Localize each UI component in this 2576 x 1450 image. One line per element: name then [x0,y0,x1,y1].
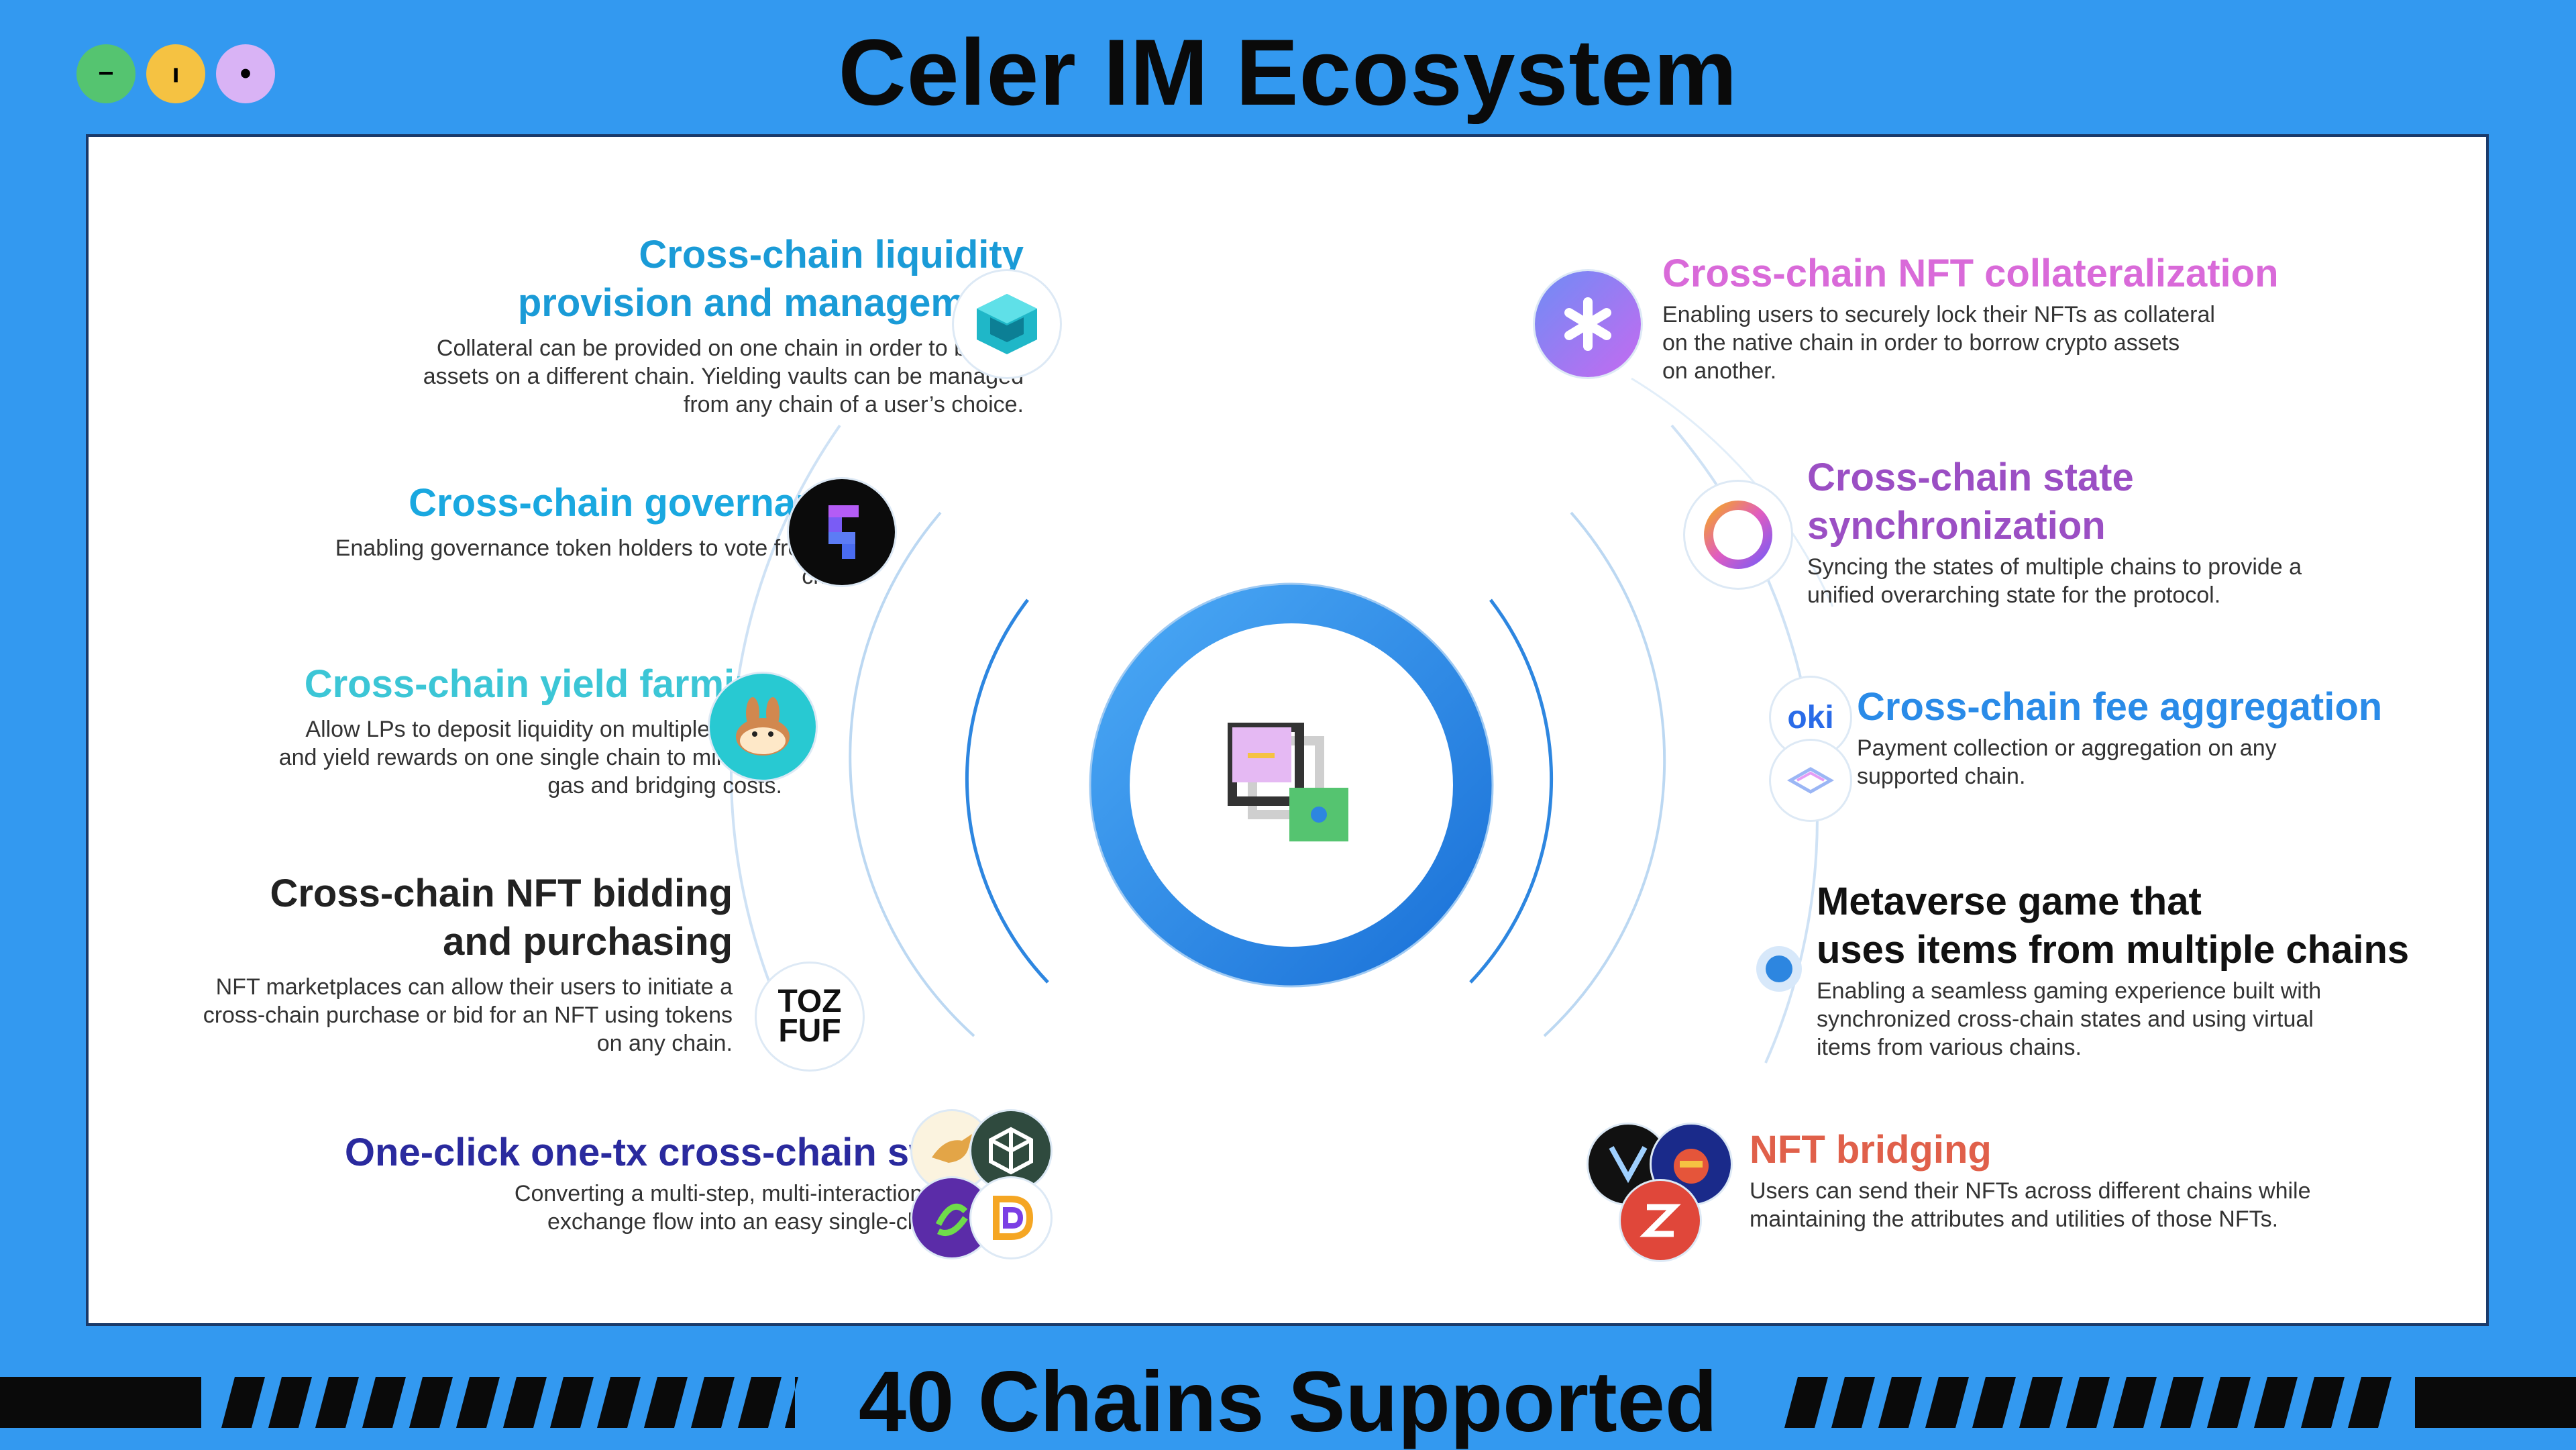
feature-title: Metaverse game that [1817,880,2202,923]
feature-desc: and yield rewards on one single chain to… [278,745,782,770]
feature-collateral: Cross-chain NFT collateralization Enabli… [1662,250,2467,385]
feature-desc: on another. [1662,358,1777,384]
feature-desc: Enabling users to securely lock their NF… [1662,302,2215,327]
feature-desc: Enabling a seamless gaming experience bu… [1817,978,2322,1004]
feature-desc: items from various chains. [1817,1035,2082,1060]
feature-swap: One-click one-tx cross-chain swap Conver… [113,1129,985,1236]
pancakeswap-logo-icon [710,674,816,780]
feature-desc: maintaining the attributes and utilities… [1750,1206,2279,1232]
feature-desc: supported chain. [1857,764,2026,789]
feature-desc: exchange flow into an easy single-click … [547,1209,985,1235]
minimize-icon: − [98,58,114,89]
close-icon: • [239,56,252,92]
state-sync-logo-icon [1685,482,1791,588]
feature-desc: on the native chain in order to borrow c… [1662,330,2180,356]
feature-title: Cross-chain fee aggregation [1857,685,2383,729]
celer-logo-icon [1228,723,1348,841]
cube-logo-icon [971,1111,1051,1190]
liquidity-logo-icon [954,271,1060,377]
feature-desc: unified overarching state for the protoc… [1807,582,2221,608]
monkey-logo-icon [1652,1125,1731,1204]
page-title: Celer IM Ecosystem [838,19,1738,125]
nft-collateral-logo-icon [1535,271,1641,377]
feature-desc: gas and bridging costs. [547,773,782,798]
feature-bidding: Cross-chain NFT bidding and purchasing NF… [0,870,733,1057]
feature-fee: Cross-chain fee aggregation Payment coll… [1857,683,2528,790]
stripe-decoration [0,1377,2576,1428]
feature-desc: cross-chain purchase or bid for an NFT u… [203,1002,733,1028]
feature-desc: assets on a different chain. Yielding va… [423,364,1024,389]
feature-title: Cross-chain NFT bidding [270,872,733,915]
feature-title: Cross-chain state [1807,456,2134,499]
window-control-maximize[interactable]: ı [146,44,205,103]
feature-desc: Syncing the states of multiple chains to… [1807,554,2302,580]
window-control-close[interactable]: • [216,44,275,103]
feature-desc: Payment collection or aggregation on any [1857,735,2277,761]
tofunft-logo-icon: TOZ FUF [757,964,863,1070]
logo-text: TOZ [777,984,842,1019]
nft-bridge-logo-icon-2 [1621,1181,1700,1260]
feature-title: Cross-chain NFT collateralization [1662,252,2279,295]
feature-desc: on any chain. [596,1031,733,1056]
feature-yield: Cross-chain yield farming Allow LPs to d… [44,660,782,800]
fee-aggregator-logo-icon [1771,741,1850,820]
maximize-icon: ı [172,58,180,89]
governance-logo-icon [789,479,895,585]
feature-metaverse: Metaverse game that uses items from multi… [1817,878,2487,1061]
feature-title: provision and management [517,281,1024,325]
feature-title: and purchasing [443,920,733,964]
feature-title: NFT bridging [1750,1128,1992,1172]
metaverse-dot-icon [1756,946,1802,992]
feature-desc: Allow LPs to deposit liquidity on multip… [305,717,782,742]
dodo-logo-icon [971,1178,1051,1257]
feature-title: One-click one-tx cross-chain swap [344,1131,985,1174]
feature-desc: synchronized cross-chain states and usin… [1817,1006,2314,1032]
window-control-minimize[interactable]: − [76,44,136,103]
logo-text: oki [1787,699,1834,735]
feature-state: Cross-chain state synchronization Syncing… [1807,454,2478,609]
feature-liquidity: Cross-chain liquidity provision and manag… [152,231,1024,419]
logo-text: FUF [778,1013,841,1049]
footer-bar: 40 Chains Supported [0,1355,2576,1449]
feature-bridging: NFT bridging Users can send their NFTs a… [1750,1126,2487,1233]
feature-desc: Collateral can be provided on one chain … [436,335,1024,361]
feature-title: Cross-chain governance [409,481,863,525]
feature-desc: Enabling governance token holders to vot… [335,535,863,561]
feature-desc: Converting a multi-step, multi-interacti… [514,1181,985,1206]
feature-desc: NFT marketplaces can allow their users t… [215,974,733,1000]
feature-title: Cross-chain yield farming [304,662,782,706]
feature-title: Cross-chain liquidity [639,233,1024,276]
feature-desc: from any chain of a user’s choice. [683,392,1024,417]
feature-title: synchronization [1807,504,2106,548]
feature-desc: Users can send their NFTs across differe… [1750,1178,2311,1204]
chains-supported-label: 40 Chains Supported [858,1354,1718,1450]
ecosystem-panel: Cross-chain liquidity provision and manag… [86,134,2489,1326]
feature-governance: Cross-chain governance Enabling governan… [125,479,863,590]
feature-title: uses items from multiple chains [1817,928,2410,972]
